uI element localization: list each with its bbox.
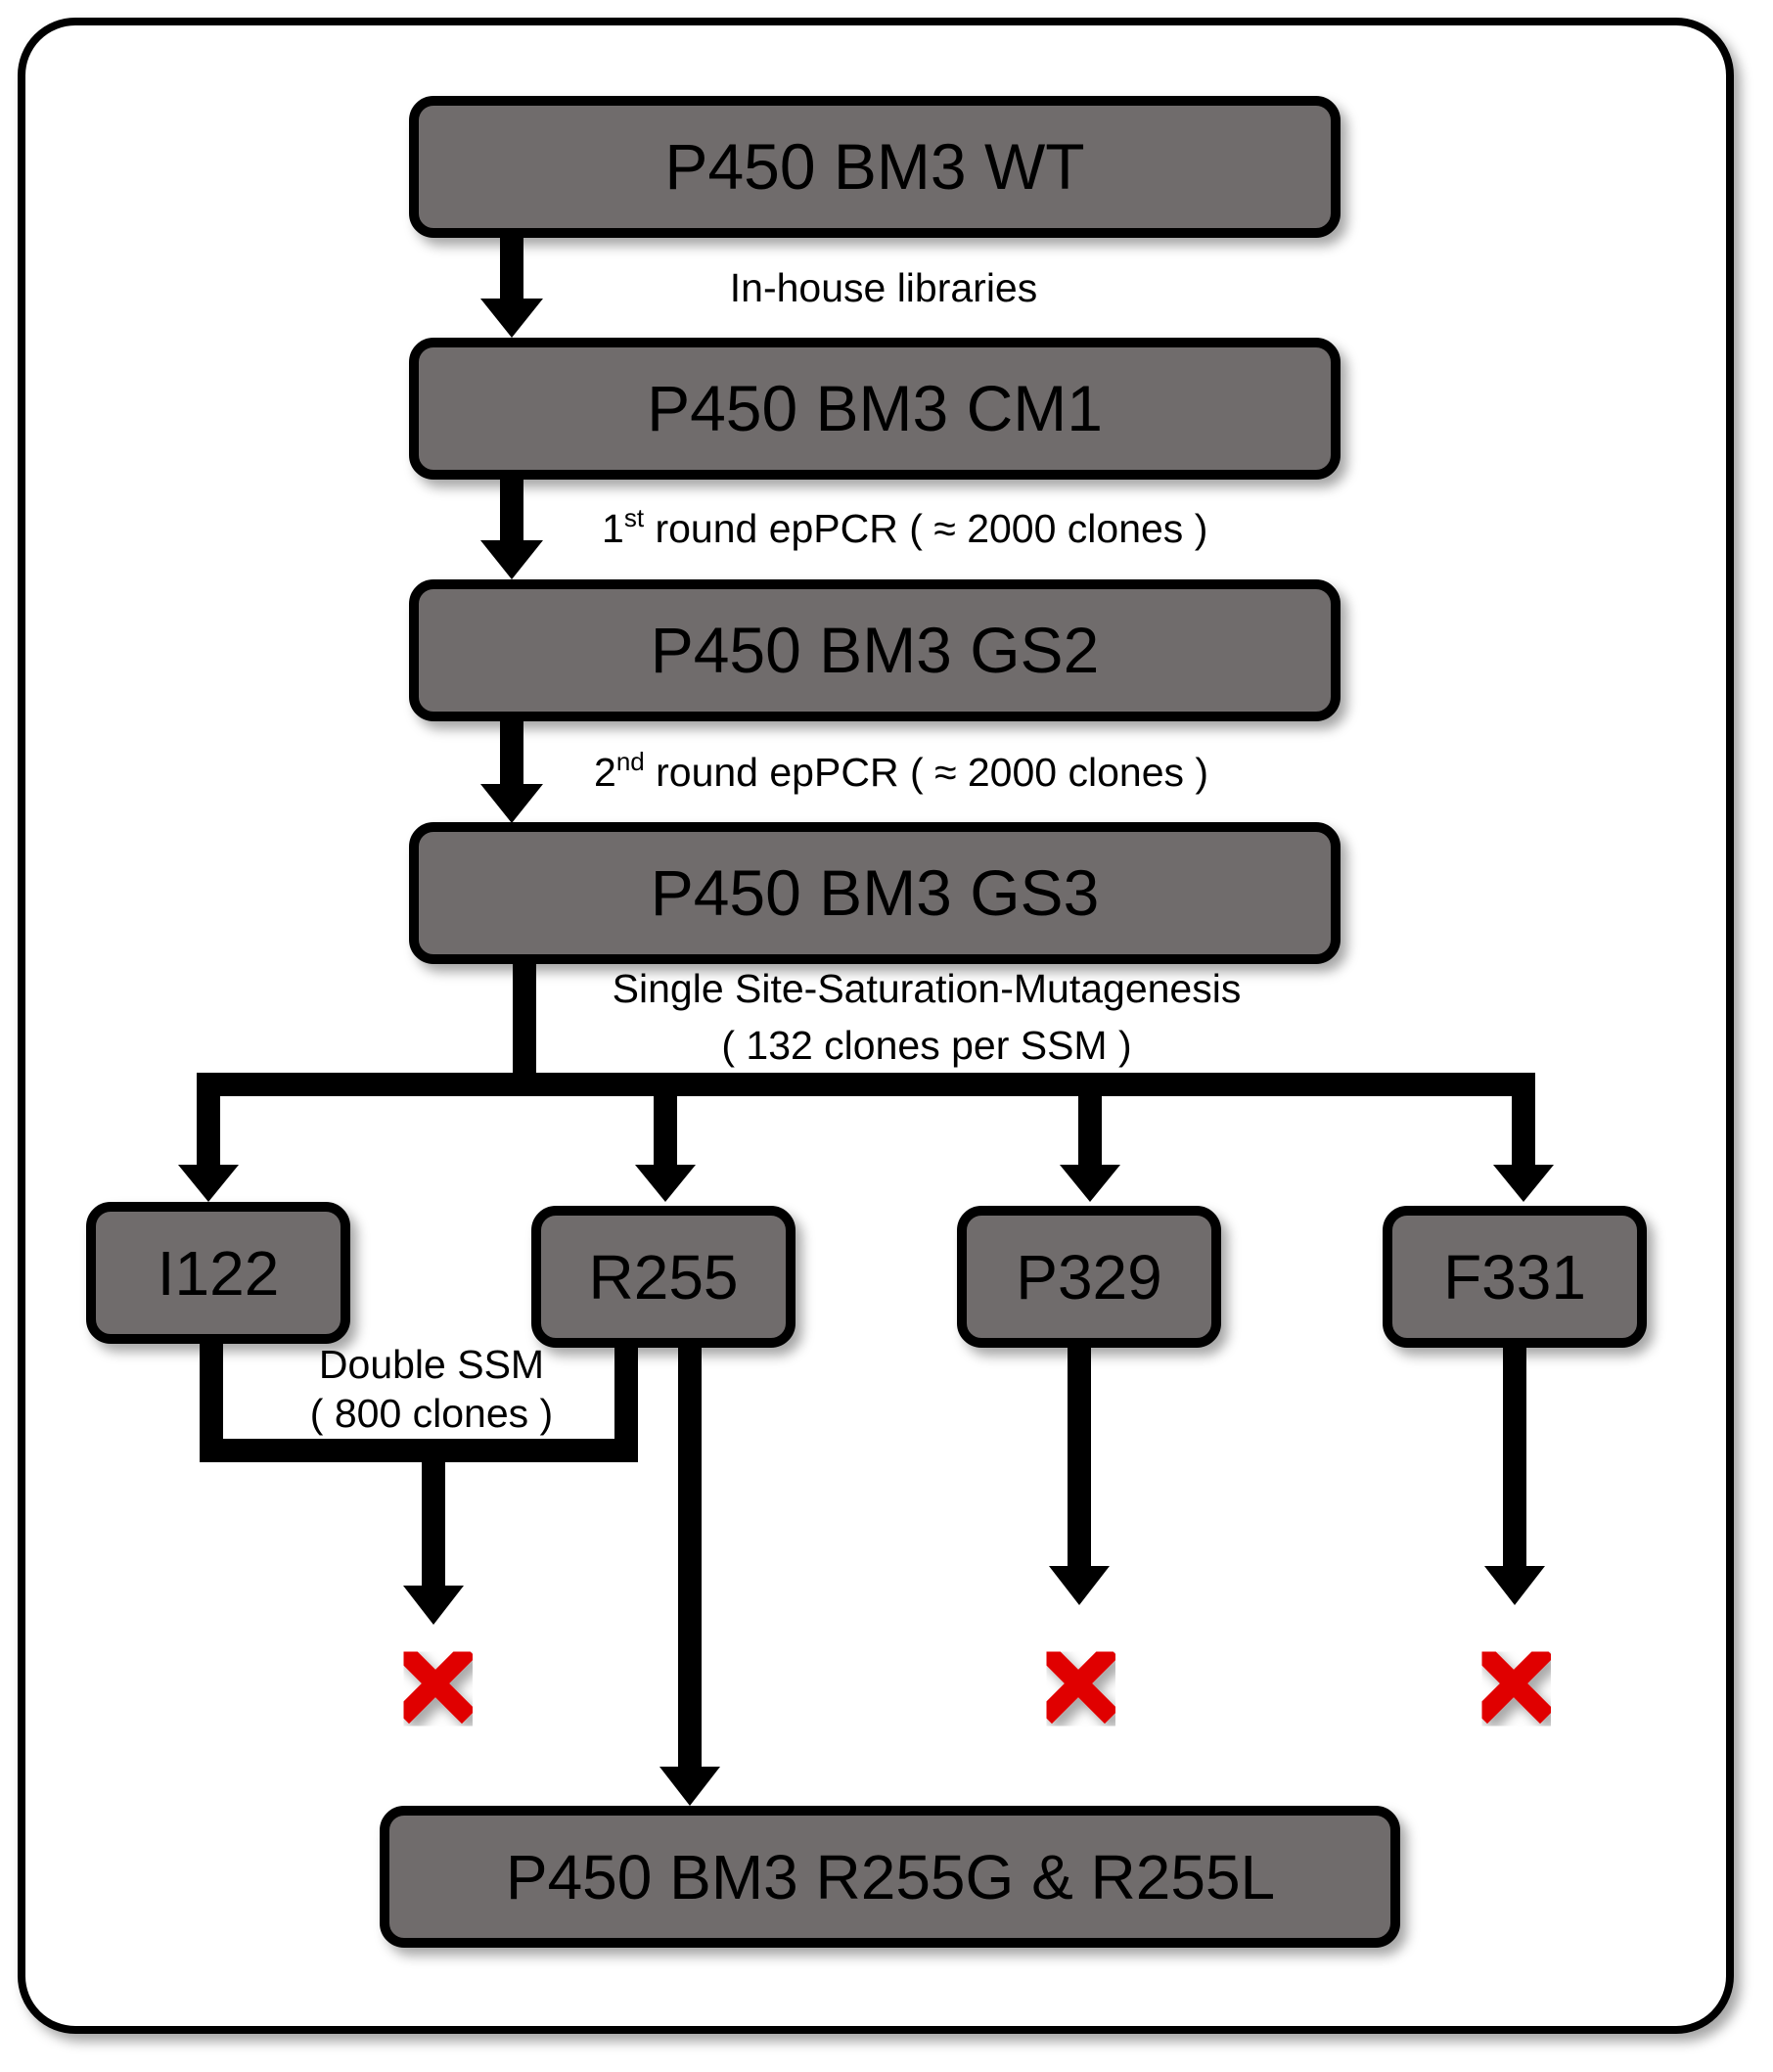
round2-text: round epPCR ( ≈ 2000 clones ) (645, 750, 1208, 795)
edge-label-ssm-line1: Single Site-Saturation-Mutagenesis (613, 966, 1242, 1011)
arrow-cm1-gs2 (480, 475, 543, 579)
node-i122-label: I122 (158, 1238, 280, 1309)
node-r255: R255 (531, 1206, 796, 1348)
round1-superscript: st (624, 503, 645, 532)
red-x-icon (1037, 1642, 1119, 1725)
round2-number: 2 (594, 750, 616, 795)
node-cm1: P450 BM3 CM1 (409, 338, 1341, 480)
node-f331: F331 (1383, 1206, 1647, 1348)
round1-text: round epPCR ( ≈ 2000 clones ) (644, 506, 1207, 551)
round1-number: 1 (602, 506, 624, 551)
arrow-wt-cm1 (480, 233, 543, 338)
node-p329-label: P329 (1016, 1242, 1161, 1312)
node-f331-label: F331 (1443, 1242, 1586, 1312)
red-x-icon (1473, 1642, 1555, 1725)
edge-label-round2: 2nd round epPCR ( ≈ 2000 clones ) (594, 747, 1208, 795)
node-p329: P329 (957, 1206, 1221, 1348)
node-cm1-label: P450 BM3 CM1 (647, 372, 1103, 444)
round2-superscript: nd (616, 747, 645, 776)
node-gs2: P450 BM3 GS2 (409, 579, 1341, 721)
node-gs2-label: P450 BM3 GS2 (651, 614, 1100, 686)
node-final-label: P450 BM3 R255G & R255L (506, 1842, 1275, 1912)
arrow-r255-final (659, 1343, 720, 1806)
node-gs3-label: P450 BM3 GS3 (651, 856, 1100, 929)
node-i122: I122 (86, 1202, 350, 1344)
node-gs3: P450 BM3 GS3 (409, 822, 1341, 964)
edge-label-double-line2: ( 800 clones ) (310, 1391, 553, 1436)
outer-frame (18, 18, 1734, 2034)
double-ssm-connector (200, 1339, 638, 1625)
edge-label-double-line1: Double SSM (319, 1342, 544, 1387)
arrow-gs2-gs3 (480, 716, 543, 823)
edge-label-round1: 1st round epPCR ( ≈ 2000 clones ) (602, 503, 1207, 551)
edge-label-ssm-line2: ( 132 clones per SSM ) (721, 1023, 1131, 1068)
node-wt-label: P450 BM3 WT (664, 130, 1084, 203)
node-wt: P450 BM3 WT (409, 96, 1341, 238)
arrow-f331-down (1484, 1343, 1545, 1605)
ssm-branch-connector (178, 959, 1554, 1202)
edge-label-inhouse: In-house libraries (730, 265, 1038, 310)
arrow-p329-down (1049, 1343, 1110, 1605)
node-final: P450 BM3 R255G & R255L (380, 1806, 1400, 1948)
node-r255-label: R255 (589, 1242, 739, 1312)
red-x-icon (394, 1642, 477, 1725)
